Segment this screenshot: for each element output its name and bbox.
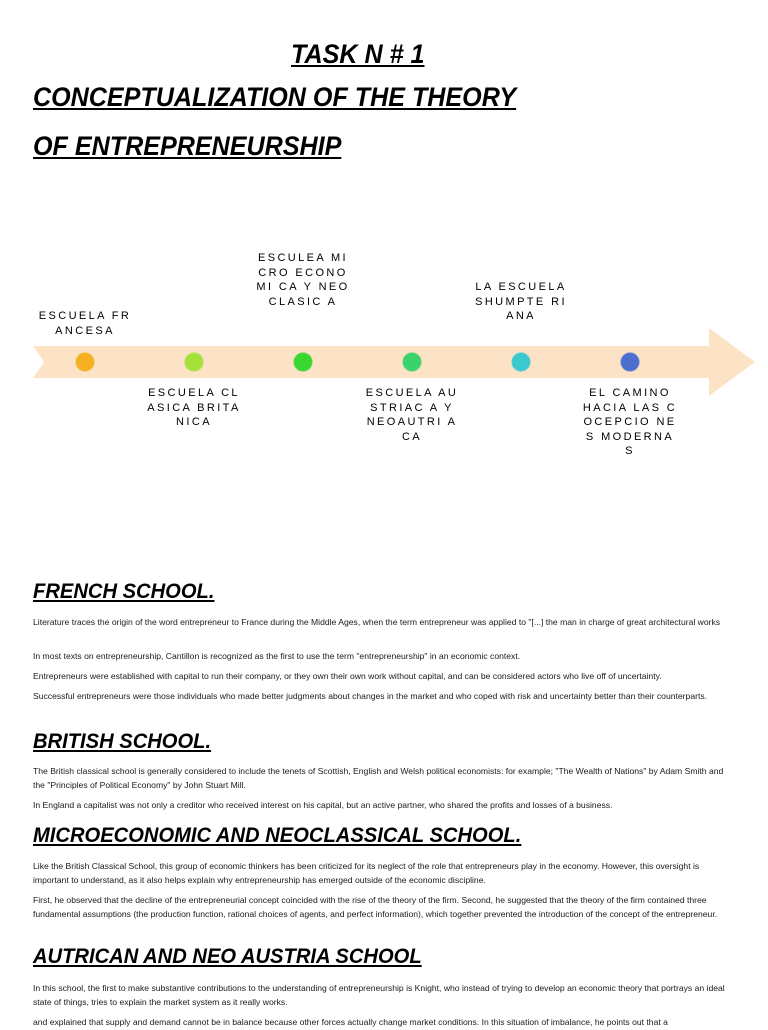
timeline-dot-2 (184, 352, 204, 372)
section-heading-british: BRITISH SCHOOL. (33, 730, 212, 753)
timeline-label-british: ESCUELA CLASICA BRITANICA (147, 387, 241, 429)
paragraph: First, he observed that the decline of t… (33, 895, 718, 919)
paragraph: In this school, the first to make substa… (33, 983, 725, 1007)
timeline-dot-1 (75, 352, 95, 372)
paragraph: In most texts on entrepreneurship, Canti… (33, 651, 521, 661)
paragraph: The British classical school is generall… (33, 766, 724, 790)
paragraph: and explained that supply and demand can… (33, 1017, 668, 1027)
section-heading-micro: MICROECONOMIC AND NEOCLASSICAL SCHOOL. (33, 824, 522, 847)
paragraph: Like the British Classical School, this … (33, 861, 700, 885)
paragraph: Entrepreneurs were established with capi… (33, 671, 662, 681)
timeline-label-schumpeter: LA ESCUELA SHUMPTE RIANA (475, 281, 567, 323)
timeline-graphic (33, 328, 755, 396)
paragraph: Literature traces the origin of the word… (33, 617, 721, 627)
paragraph: Successful entrepreneurs were those indi… (33, 691, 708, 701)
timeline-dot-6 (620, 352, 640, 372)
timeline-label-micro: ESCULEA MICRO ECONOMI CA Y NEOCLASIC A (256, 252, 350, 308)
document-title-line-2: OF ENTREPRENEURSHIP (33, 131, 342, 161)
timeline-dot-3 (293, 352, 313, 372)
timeline-arrow (33, 328, 755, 396)
timeline-dot-4 (402, 352, 422, 372)
task-number-title: TASK N # 1 (291, 39, 425, 69)
section-heading-french: FRENCH SCHOOL. (33, 580, 215, 603)
document-title-line-1: CONCEPTUALIZATION OF THE THEORY (33, 82, 517, 112)
timeline-label-modern: EL CAMINO HACIA LAS COCEPCIO NES MODERNA… (582, 387, 678, 458)
timeline-label-austrian: ESCUELA AUSTRIAC A Y NEOAUTRI ACA (365, 387, 459, 443)
paragraph: In England a capitalist was not only a c… (33, 800, 613, 810)
timeline-label-french: ESCUELA FRANCESA (38, 310, 132, 337)
timeline-dot-5 (511, 352, 531, 372)
section-heading-austrian: AUTRICAN AND NEO AUSTRIA SCHOOL (33, 945, 422, 968)
